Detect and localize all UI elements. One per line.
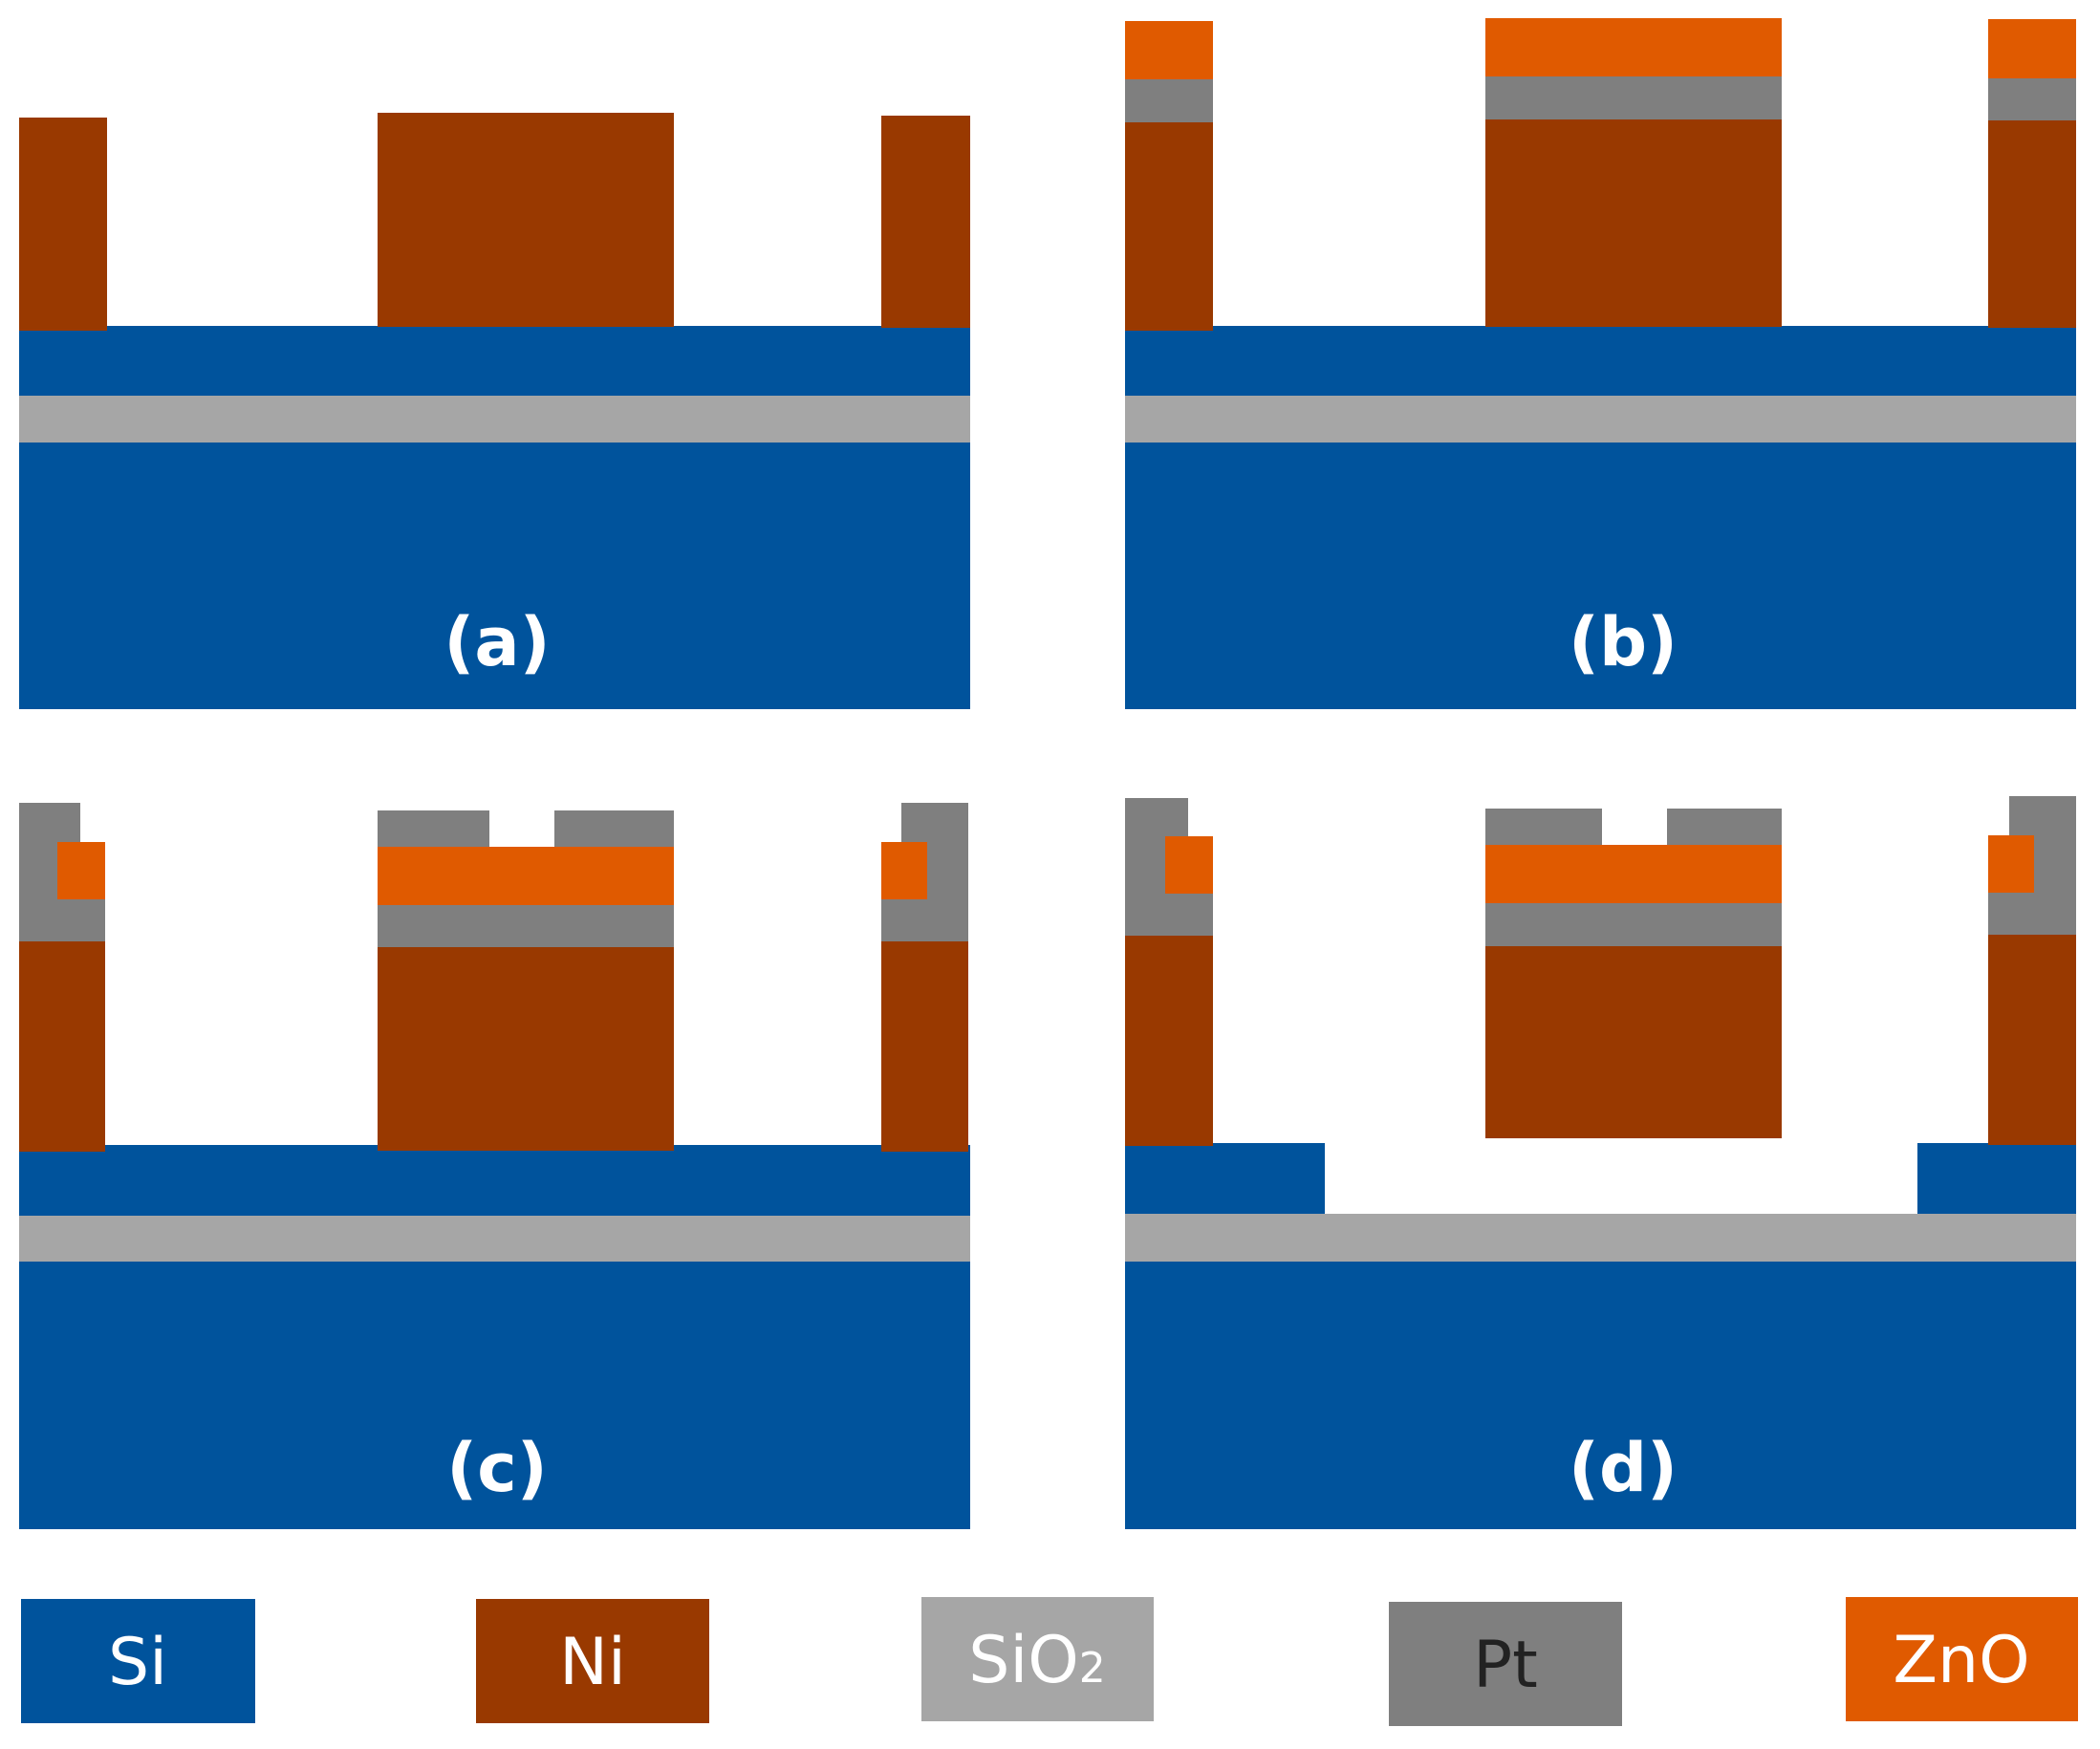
pt-center-contact-left [1485,809,1602,845]
pt-right-cap [881,803,968,941]
ni-center-block [378,947,674,1151]
zno-center-layer [378,847,674,905]
panel-label-a: (a) [444,603,550,681]
sio2-layer [1125,1214,2076,1262]
legend-item-ni: Ni [476,1599,709,1723]
si-substrate [1125,443,2076,709]
zno-left-block [57,842,105,899]
panel-label-d: (d) [1569,1429,1678,1507]
legend-swatch-pt [1389,1602,1622,1726]
zno-right-block [1988,835,2034,893]
si-device-layer [1125,326,2076,396]
si-device-layer [19,1145,970,1216]
ni-center-block-released [1485,946,1782,1138]
pt-center-layer [1485,903,1782,946]
panel-label-b: (b) [1569,603,1678,681]
pt-right-cap [1988,796,2076,935]
legend-label-ni: Ni [559,1625,626,1700]
legend-item-zno: ZnO [1846,1597,2078,1721]
si-substrate [1125,1262,2076,1529]
panel-c: (c) [19,803,970,1529]
sio2-layer [1125,396,2076,443]
sio2-layer [19,396,970,443]
pt-center-contact-left [378,810,489,847]
ni-right-pillar [881,116,970,328]
panel-b: (b) [1125,18,2076,709]
pt-left-cap [1125,798,1213,936]
legend-swatch-ni [476,1599,709,1723]
zno-center-layer [1485,18,1782,76]
pt-center-layer [378,905,674,947]
legend: Si Ni SiO2 Pt ZnO [21,1597,2078,1726]
ni-left-pillar [1125,122,1213,331]
si-device-right [1917,1143,2076,1214]
si-device-left [1125,1143,1325,1214]
ni-right-pillar [1988,935,2076,1145]
pt-left-cap [19,803,105,941]
legend-label-sio2: SiO2 [968,1623,1106,1698]
panel-label-c: (c) [446,1429,547,1507]
legend-item-sio2: SiO2 [921,1597,1154,1721]
ni-right-pillar [1988,120,2076,328]
legend-label-zno: ZnO [1893,1623,2029,1698]
legend-label-si: Si [108,1625,167,1700]
pt-center-contact-right [554,810,674,847]
pt-center-contact-right [1667,809,1782,845]
ni-center-block [378,113,674,327]
ni-left-pillar [19,941,105,1152]
sio2-layer [19,1216,970,1262]
legend-swatch-zno [1846,1597,2078,1721]
legend-label-pt: Pt [1473,1628,1538,1703]
legend-swatch-si [21,1599,255,1723]
pt-left-layer [1125,79,1213,122]
zno-left-layer [1125,21,1213,79]
zno-right-layer [1988,19,2076,78]
ni-left-pillar [1125,936,1213,1146]
si-substrate [19,443,970,709]
legend-swatch-sio2 [921,1597,1154,1721]
ni-center-block [1485,119,1782,327]
zno-left-block [1165,836,1213,894]
si-device-layer [19,326,970,396]
zno-center-layer [1485,845,1782,903]
pt-center-layer [1485,76,1782,119]
zno-right-block [881,842,927,899]
ni-right-pillar [881,941,968,1152]
si-substrate [19,1262,970,1529]
panel-d: (d) [1125,796,2076,1529]
legend-item-si: Si [21,1599,255,1723]
pt-right-layer [1988,78,2076,120]
legend-item-pt: Pt [1389,1602,1622,1726]
panel-a: (a) [19,113,970,709]
ni-left-pillar [19,118,107,331]
